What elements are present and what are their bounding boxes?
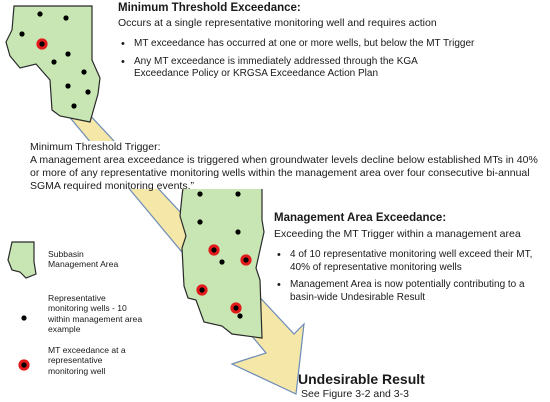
well-dot [63, 15, 69, 21]
min-threshold-bullet: Any MT exceedance is immediately address… [118, 56, 474, 81]
mt-well [243, 257, 249, 263]
well-dot [219, 259, 225, 265]
legend-well-icon [21, 315, 27, 321]
well-dot [51, 59, 57, 65]
mt-well [39, 41, 45, 47]
management-area-description: Exceeding the MT Trigger within a manage… [274, 228, 521, 240]
well-dot [237, 313, 243, 319]
min-threshold-description: Occurs at a single representative monito… [118, 17, 437, 29]
legend-area-label: Subbasin Management Area [48, 249, 119, 270]
trigger-box: Minimum Threshold Trigger: A management … [30, 141, 538, 192]
well-dot [19, 31, 25, 37]
mt-well [211, 247, 217, 253]
well-dot [37, 11, 43, 17]
trigger-text: A management area exceedance is triggere… [30, 154, 538, 192]
area-legend-icon [7, 241, 37, 279]
min-threshold-bullets: MT exceedance has occurred at one or mor… [118, 38, 518, 86]
management-area-title: Management Area Exceedance: [274, 212, 447, 224]
management-area-bullet: 4 of 10 representative monitoring well e… [274, 249, 536, 274]
legend-mt-label: MT exceedance at a representative monito… [48, 345, 126, 376]
min-threshold-bullet: MT exceedance has occurred at one or mor… [118, 38, 518, 51]
well-dot [235, 229, 241, 235]
bottom-area-shape [179, 179, 265, 339]
well-dot [81, 69, 87, 75]
management-area-bullet: Management Area is now potentially contr… [274, 279, 536, 304]
well-dot [235, 191, 241, 197]
well-dot [71, 103, 77, 109]
well-dot [65, 51, 71, 57]
legend-mt-well-icon [21, 362, 27, 368]
well-dot [85, 89, 91, 95]
well-dot [65, 83, 71, 89]
undesirable-result-subtitle: See Figure 3-2 and 3-3 [301, 388, 409, 400]
undesirable-result-title: Undesirable Result [298, 371, 425, 387]
management-area-bullets: 4 of 10 representative monitoring well e… [274, 249, 536, 309]
well-dot [197, 191, 203, 197]
legend-wells-label: Representative monitoring wells - 10 wit… [48, 293, 143, 335]
well-dot [197, 219, 203, 225]
trigger-title: Minimum Threshold Trigger: [30, 141, 161, 153]
bottom-management-area [179, 179, 265, 339]
mt-well [199, 287, 205, 293]
min-threshold-title: Minimum Threshold Exceedance: [118, 2, 301, 14]
mt-well [233, 305, 239, 311]
